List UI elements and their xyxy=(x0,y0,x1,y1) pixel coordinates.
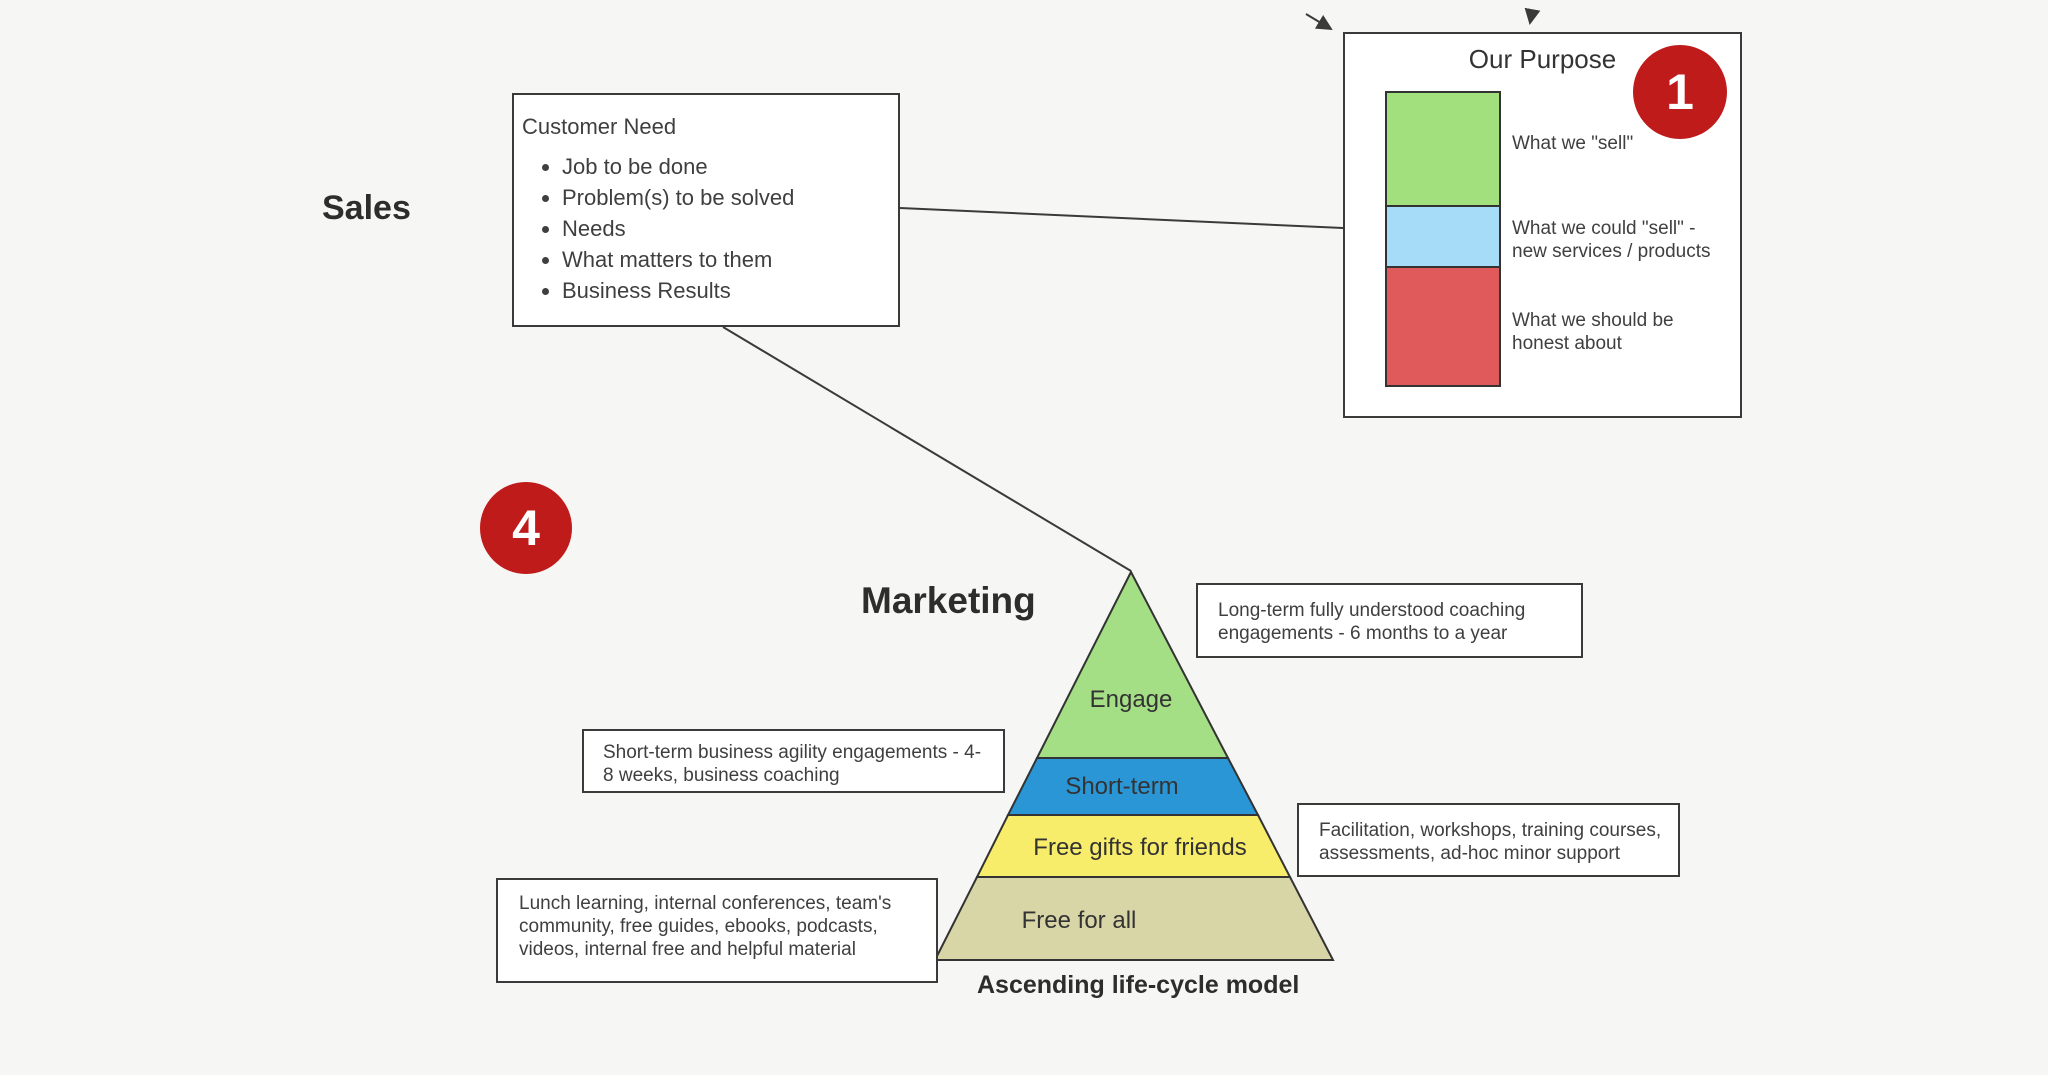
connector-line-need-to-pyramid[interactable] xyxy=(722,326,1132,572)
purpose-swatch-green[interactable] xyxy=(1385,91,1501,207)
pyramid-label-free-for-all: Free for all xyxy=(1021,907,1137,934)
customer-need-box[interactable]: Customer Need Job to be done Problem(s) … xyxy=(512,93,900,327)
pyramid-label-engage: Engage xyxy=(1089,686,1173,713)
connector-line-need-to-purpose[interactable] xyxy=(899,207,1344,229)
purpose-label-could-sell: What we could "sell" - new services / pr… xyxy=(1512,218,1711,262)
pyramid-label-free-gifts: Free gifts for friends xyxy=(1033,834,1247,861)
arrow-icon xyxy=(1524,7,1541,25)
purpose-swatch-red[interactable] xyxy=(1385,266,1501,387)
list-item: Job to be done xyxy=(562,151,898,182)
step-badge-1-number: 1 xyxy=(1666,64,1694,120)
list-item: Business Results xyxy=(562,275,898,306)
list-item: Needs xyxy=(562,213,898,244)
step-badge-4-number: 4 xyxy=(512,500,540,556)
annotation-facilitation-workshops[interactable]: Facilitation, workshops, training course… xyxy=(1297,803,1680,877)
our-purpose-title: Our Purpose xyxy=(1468,44,1617,74)
purpose-label-honest: What we should be honest about xyxy=(1512,310,1674,354)
customer-need-list: Job to be done Problem(s) to be solved N… xyxy=(514,151,898,306)
purpose-label-sell: What we "sell" xyxy=(1512,133,1634,154)
pyramid-label-short-term: Short-term xyxy=(1065,773,1179,800)
annotation-short-term-engagements[interactable]: Short-term business agility engagements … xyxy=(582,729,1005,793)
annotation-long-term-engagements[interactable]: Long-term fully understood coaching enga… xyxy=(1196,583,1583,658)
step-badge-1[interactable]: 1 xyxy=(1633,45,1727,139)
sales-heading[interactable]: Sales xyxy=(322,189,411,227)
purpose-swatch-blue[interactable] xyxy=(1385,205,1501,268)
pyramid-caption[interactable]: Ascending life-cycle model xyxy=(977,971,1300,999)
arrow-icon xyxy=(1305,13,1333,31)
marketing-heading[interactable]: Marketing xyxy=(861,580,1036,621)
list-item: What matters to them xyxy=(562,244,898,275)
list-item: Problem(s) to be solved xyxy=(562,182,898,213)
step-badge-4[interactable]: 4 xyxy=(480,482,572,574)
pyramid-level-free-for-all[interactable] xyxy=(933,876,1335,961)
annotation-lunch-learning[interactable]: Lunch learning, internal conferences, te… xyxy=(496,878,938,983)
customer-need-title: Customer Need xyxy=(522,114,677,139)
